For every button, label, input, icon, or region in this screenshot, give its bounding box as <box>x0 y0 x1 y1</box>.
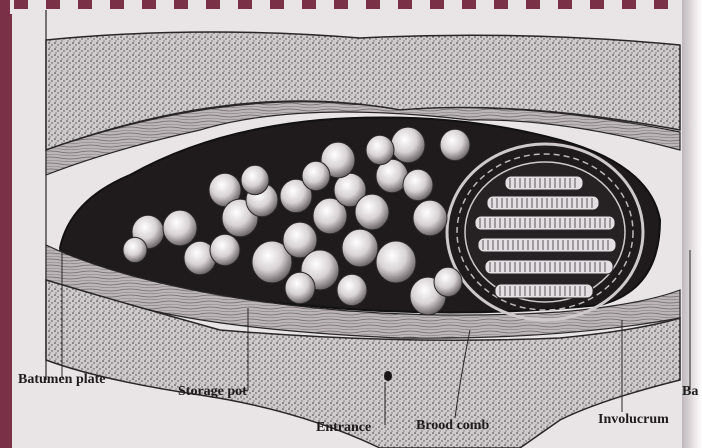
label-batumen-plate: Batumen plate <box>18 372 106 388</box>
storage-pot-shape <box>434 267 462 296</box>
brood-comb-layer <box>495 284 593 298</box>
label-entrance: Entrance <box>316 420 371 436</box>
label-storage-pot: Storage pot <box>178 384 247 400</box>
storage-pot-shape <box>302 161 330 190</box>
storage-pot-shape <box>123 237 147 262</box>
storage-pot-shape <box>440 129 470 161</box>
storage-pot-shape <box>376 241 416 283</box>
brood-comb-layer <box>478 238 616 252</box>
storage-pot-shape <box>342 229 378 267</box>
storage-pot-shape <box>163 210 197 246</box>
brood-comb-layer <box>485 260 613 274</box>
storage-pot-shape <box>366 135 394 164</box>
storage-pot-shape <box>413 200 447 236</box>
brood-comb-layer <box>505 176 583 190</box>
label-batumen: Ba <box>682 384 698 400</box>
storage-pot-shape <box>355 194 389 230</box>
storage-pot-shape <box>403 169 433 201</box>
brood-comb-layer <box>475 216 615 230</box>
label-brood-comb: Brood comb <box>416 418 489 434</box>
storage-pot-shape <box>337 274 367 306</box>
storage-pot-shape <box>241 165 269 194</box>
storage-pot-shape <box>391 127 425 163</box>
brood-comb-layer <box>487 196 599 210</box>
label-involucrum: Involucrum <box>598 412 669 428</box>
storage-pot-shape <box>210 234 240 266</box>
storage-pot-shape <box>285 272 315 304</box>
